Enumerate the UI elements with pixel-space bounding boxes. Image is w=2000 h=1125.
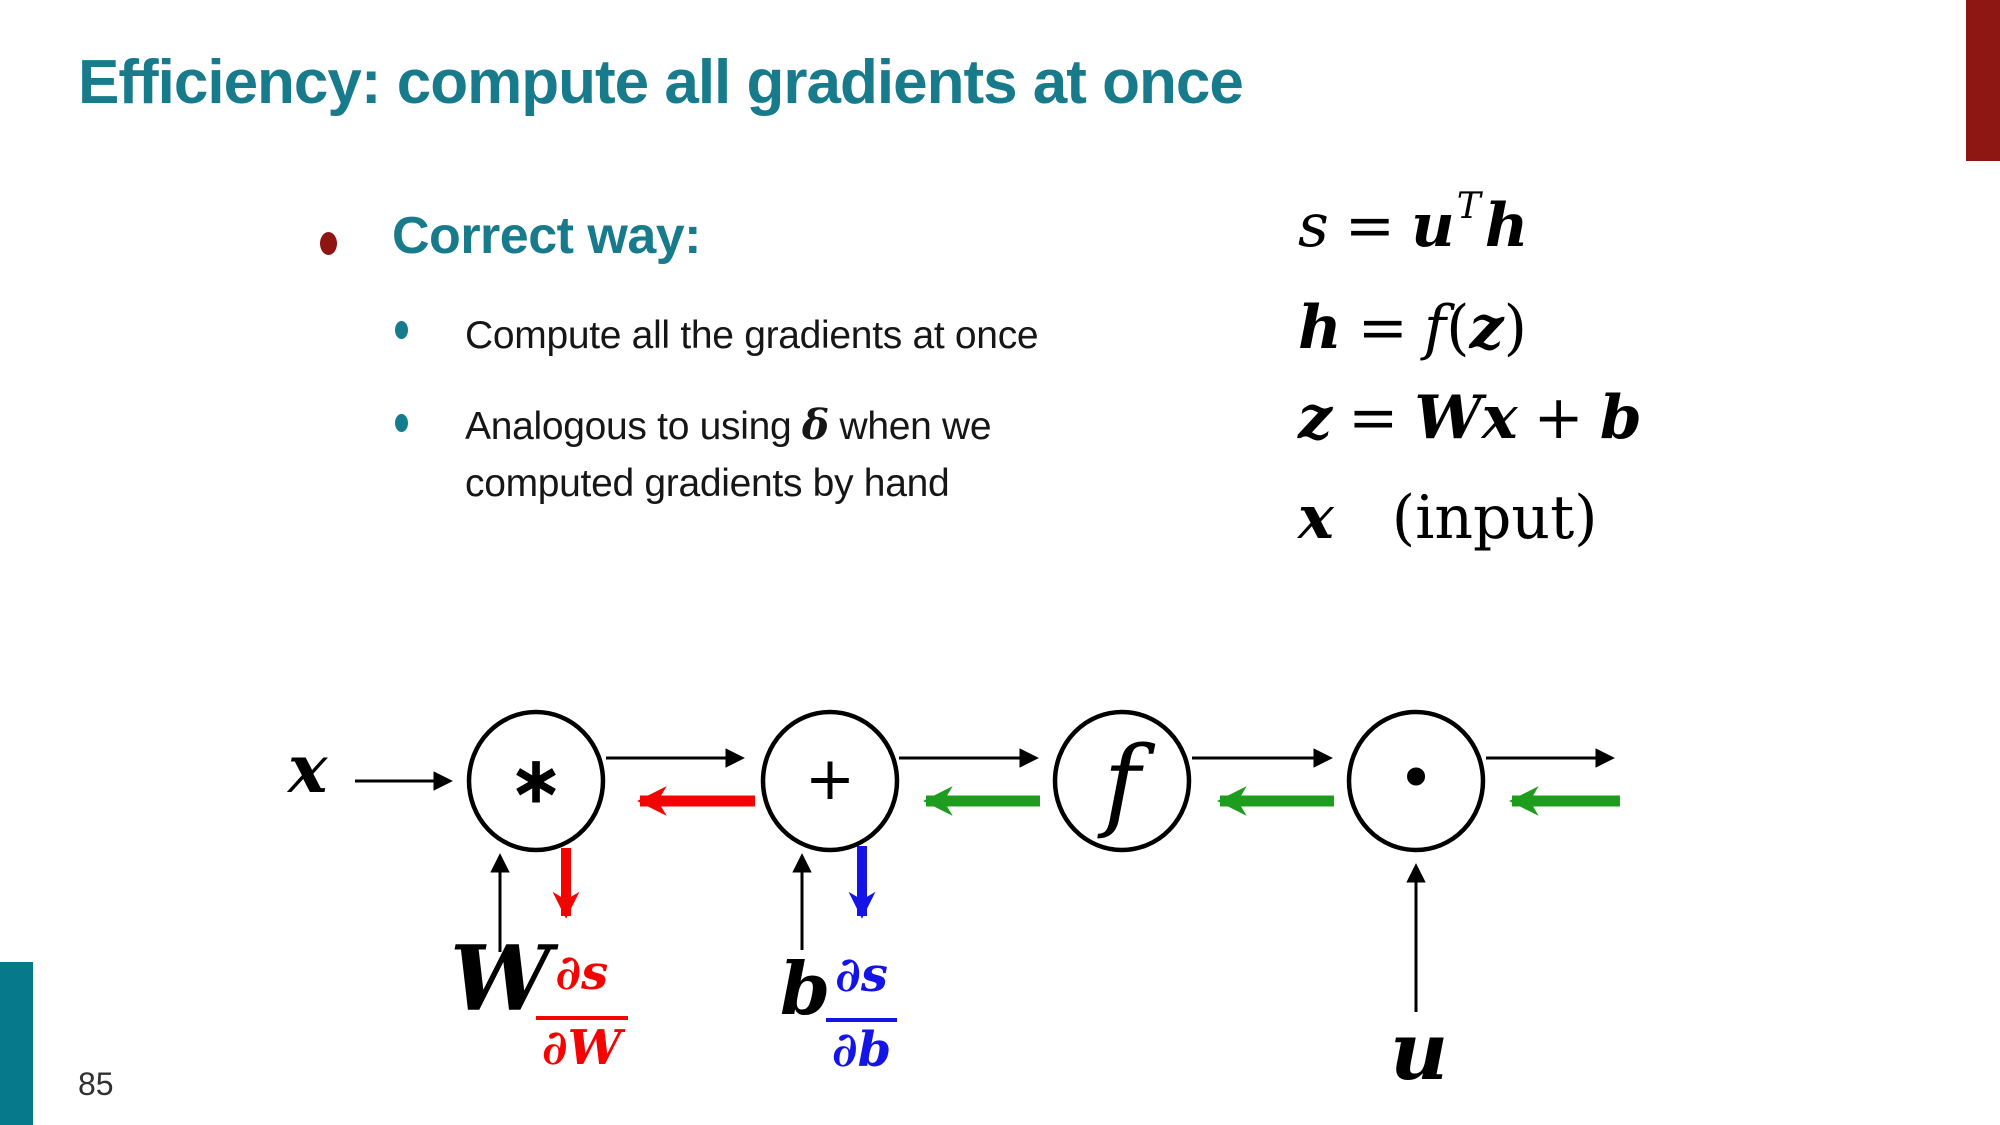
bottom-left-accent-bar bbox=[0, 962, 33, 1125]
ds-dw-numerator: ∂s bbox=[555, 945, 609, 1001]
vector-u-label: u bbox=[1390, 1004, 1449, 1098]
eq3-W: W bbox=[1414, 383, 1482, 453]
eq4-input-note: (input) bbox=[1391, 483, 1598, 553]
bullet-dot-level1 bbox=[320, 232, 337, 255]
eq2-close-paren: ) bbox=[1503, 293, 1528, 363]
gradient-ds-dw: ∂s ∂W bbox=[536, 948, 628, 1074]
ds-db-numerator: ∂s bbox=[835, 947, 888, 1003]
eq1-transpose: T bbox=[1456, 186, 1481, 227]
bullet-sub2-line1: Analogous to using δ when we bbox=[465, 401, 992, 450]
eq2-open-paren: ( bbox=[1446, 293, 1470, 363]
top-right-accent-bar bbox=[1966, 0, 2000, 161]
equation-x-input: x(input) bbox=[1298, 488, 1598, 548]
delta-symbol: δ bbox=[801, 401, 829, 449]
node-multiply bbox=[466, 709, 606, 853]
eq3-plus: + bbox=[1533, 383, 1584, 453]
bullet-sub1-text: Compute all the gradients at once bbox=[465, 314, 1039, 357]
eq1-u: u bbox=[1411, 191, 1455, 261]
slide-title: Efficiency: compute all gradients at onc… bbox=[78, 48, 1244, 117]
bullet-sub2-line2: computed gradients by hand bbox=[465, 462, 950, 505]
bias-b-label: b bbox=[780, 946, 831, 1031]
eq2-h: h bbox=[1298, 293, 1342, 363]
eq3-equals: = bbox=[1348, 383, 1399, 453]
eq3-z: z bbox=[1298, 383, 1333, 453]
node-dot-product bbox=[1346, 709, 1486, 853]
eq2-f: f bbox=[1423, 293, 1447, 363]
eq1-h: h bbox=[1484, 191, 1529, 261]
equation-s: s=uTh bbox=[1298, 189, 1528, 257]
node-add bbox=[760, 709, 900, 853]
eq3-b: b bbox=[1599, 383, 1642, 453]
bullet-dot-sub2 bbox=[395, 414, 408, 432]
sub2-text-after: when we bbox=[828, 405, 992, 448]
multiply-node-glyph: ∗ bbox=[508, 742, 563, 819]
input-x-label: x bbox=[288, 730, 328, 808]
equation-h: h=f(z) bbox=[1298, 298, 1527, 358]
bullet-dot-sub1 bbox=[395, 321, 408, 339]
equation-z: z=Wx+b bbox=[1298, 388, 1642, 448]
eq4-x: x bbox=[1298, 483, 1334, 553]
page-number: 85 bbox=[78, 1066, 114, 1102]
eq2-z: z bbox=[1469, 293, 1504, 363]
weight-w-label: W bbox=[450, 926, 552, 1032]
sub2-text-before: Analogous to using bbox=[465, 405, 802, 448]
dot-node-glyph: • bbox=[1398, 742, 1435, 815]
gradient-ds-db: ∂s ∂b bbox=[826, 947, 898, 1076]
eq2-equals: = bbox=[1357, 293, 1408, 363]
node-activation bbox=[1052, 709, 1192, 853]
ds-db-denominator: ∂b bbox=[826, 1018, 898, 1076]
ds-dw-denominator: ∂W bbox=[536, 1016, 628, 1074]
eq1-equals: = bbox=[1344, 191, 1396, 261]
eq1-s: s bbox=[1298, 191, 1329, 261]
eq3-x: x bbox=[1481, 383, 1518, 453]
bullet-level1-text: Correct way: bbox=[392, 207, 702, 265]
add-node-glyph: + bbox=[805, 744, 855, 814]
